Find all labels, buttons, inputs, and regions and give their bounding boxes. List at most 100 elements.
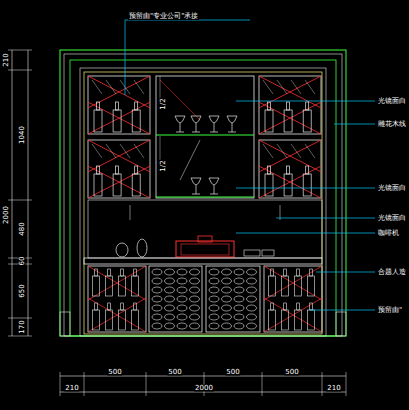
bottle-end xyxy=(165,269,175,275)
dimension-text: 2000 xyxy=(3,205,10,225)
stroke xyxy=(88,166,150,198)
stroke xyxy=(264,266,322,300)
outline xyxy=(94,110,102,132)
outline xyxy=(84,258,322,264)
stroke xyxy=(236,101,375,102)
outline xyxy=(306,102,309,110)
outline xyxy=(287,166,290,174)
bottle-end xyxy=(222,269,232,275)
dimension-text: 500 xyxy=(107,369,122,376)
bottle-end xyxy=(177,269,187,275)
outline xyxy=(132,110,140,132)
bottle-end xyxy=(165,278,175,284)
outline xyxy=(108,303,111,310)
stroke xyxy=(259,166,321,198)
bottle-end xyxy=(152,287,162,293)
callout-text: 光镜面白 xyxy=(377,98,407,105)
outline xyxy=(259,140,321,198)
stroke xyxy=(134,144,144,158)
stroke xyxy=(156,134,254,135)
stroke xyxy=(88,298,146,332)
bottle-end xyxy=(209,323,219,329)
outline xyxy=(297,303,300,310)
bottle-end xyxy=(247,305,257,311)
dimension-text: 210 xyxy=(3,52,10,67)
stroke xyxy=(88,166,150,198)
outline xyxy=(282,310,289,330)
stroke xyxy=(264,298,322,332)
bottle-end xyxy=(209,269,219,275)
outline xyxy=(284,303,287,310)
outline xyxy=(282,276,289,296)
stroke xyxy=(180,140,200,180)
callout-text: 雕花木线 xyxy=(377,121,407,128)
bottle-end xyxy=(152,323,162,329)
stroke xyxy=(8,336,32,337)
stroke xyxy=(262,372,263,396)
bottle-end xyxy=(247,287,257,293)
stroke xyxy=(156,196,254,197)
bottle-end xyxy=(234,269,244,275)
bottle-end xyxy=(247,278,257,284)
outline xyxy=(262,250,274,256)
bottle-end xyxy=(190,323,200,329)
stroke xyxy=(8,200,32,201)
bottle-end xyxy=(234,305,244,311)
bottle-end xyxy=(209,278,219,284)
stroke xyxy=(276,218,375,219)
bottle-end xyxy=(177,314,187,320)
bottle-end xyxy=(222,314,232,320)
stroke xyxy=(291,144,301,158)
bottle-end xyxy=(222,323,232,329)
bottle-end xyxy=(165,323,175,329)
outline xyxy=(95,303,98,310)
bottle-end xyxy=(177,296,187,302)
bottle-end xyxy=(234,278,244,284)
outline xyxy=(97,166,100,174)
stroke xyxy=(291,80,301,94)
bottle-end xyxy=(152,305,162,311)
bottle-end xyxy=(209,287,219,293)
outline xyxy=(94,174,102,196)
dimension-text: 2000 xyxy=(194,385,214,392)
outline xyxy=(271,269,274,276)
dimension-text: 1/2 xyxy=(160,159,167,172)
outline xyxy=(134,303,137,310)
jar xyxy=(116,243,128,257)
bottle-end xyxy=(152,278,162,284)
dimension-text: 60 xyxy=(19,256,26,267)
outline xyxy=(135,102,138,110)
bottle-end xyxy=(165,314,175,320)
outline xyxy=(88,76,150,134)
stroke xyxy=(12,50,13,336)
outline xyxy=(176,241,234,257)
outline xyxy=(310,303,313,310)
dimension-text: 650 xyxy=(19,283,26,298)
outline xyxy=(116,166,119,174)
callout-text: 光镜面白 xyxy=(377,185,407,192)
outline xyxy=(269,310,276,330)
bottle-end xyxy=(209,296,219,302)
outline xyxy=(295,276,302,296)
stroke xyxy=(125,20,126,95)
outline xyxy=(271,303,274,310)
wine-glass xyxy=(227,116,237,132)
jar xyxy=(137,239,147,257)
bottle-end xyxy=(234,323,244,329)
outline xyxy=(308,276,315,296)
callout-text: 预留由" xyxy=(377,307,403,314)
outline xyxy=(259,76,321,134)
wine-glass xyxy=(191,178,201,194)
stroke xyxy=(160,80,200,120)
outline xyxy=(106,276,113,296)
outline xyxy=(268,166,271,174)
outline xyxy=(269,276,276,296)
bottle-end xyxy=(234,296,244,302)
outline xyxy=(308,310,315,330)
bottle-end xyxy=(222,278,232,284)
callout-text: 合题人造 xyxy=(377,269,407,276)
outline xyxy=(106,310,113,330)
bottle-end xyxy=(222,287,232,293)
bottle-end xyxy=(177,287,187,293)
wine-glass xyxy=(209,178,219,194)
